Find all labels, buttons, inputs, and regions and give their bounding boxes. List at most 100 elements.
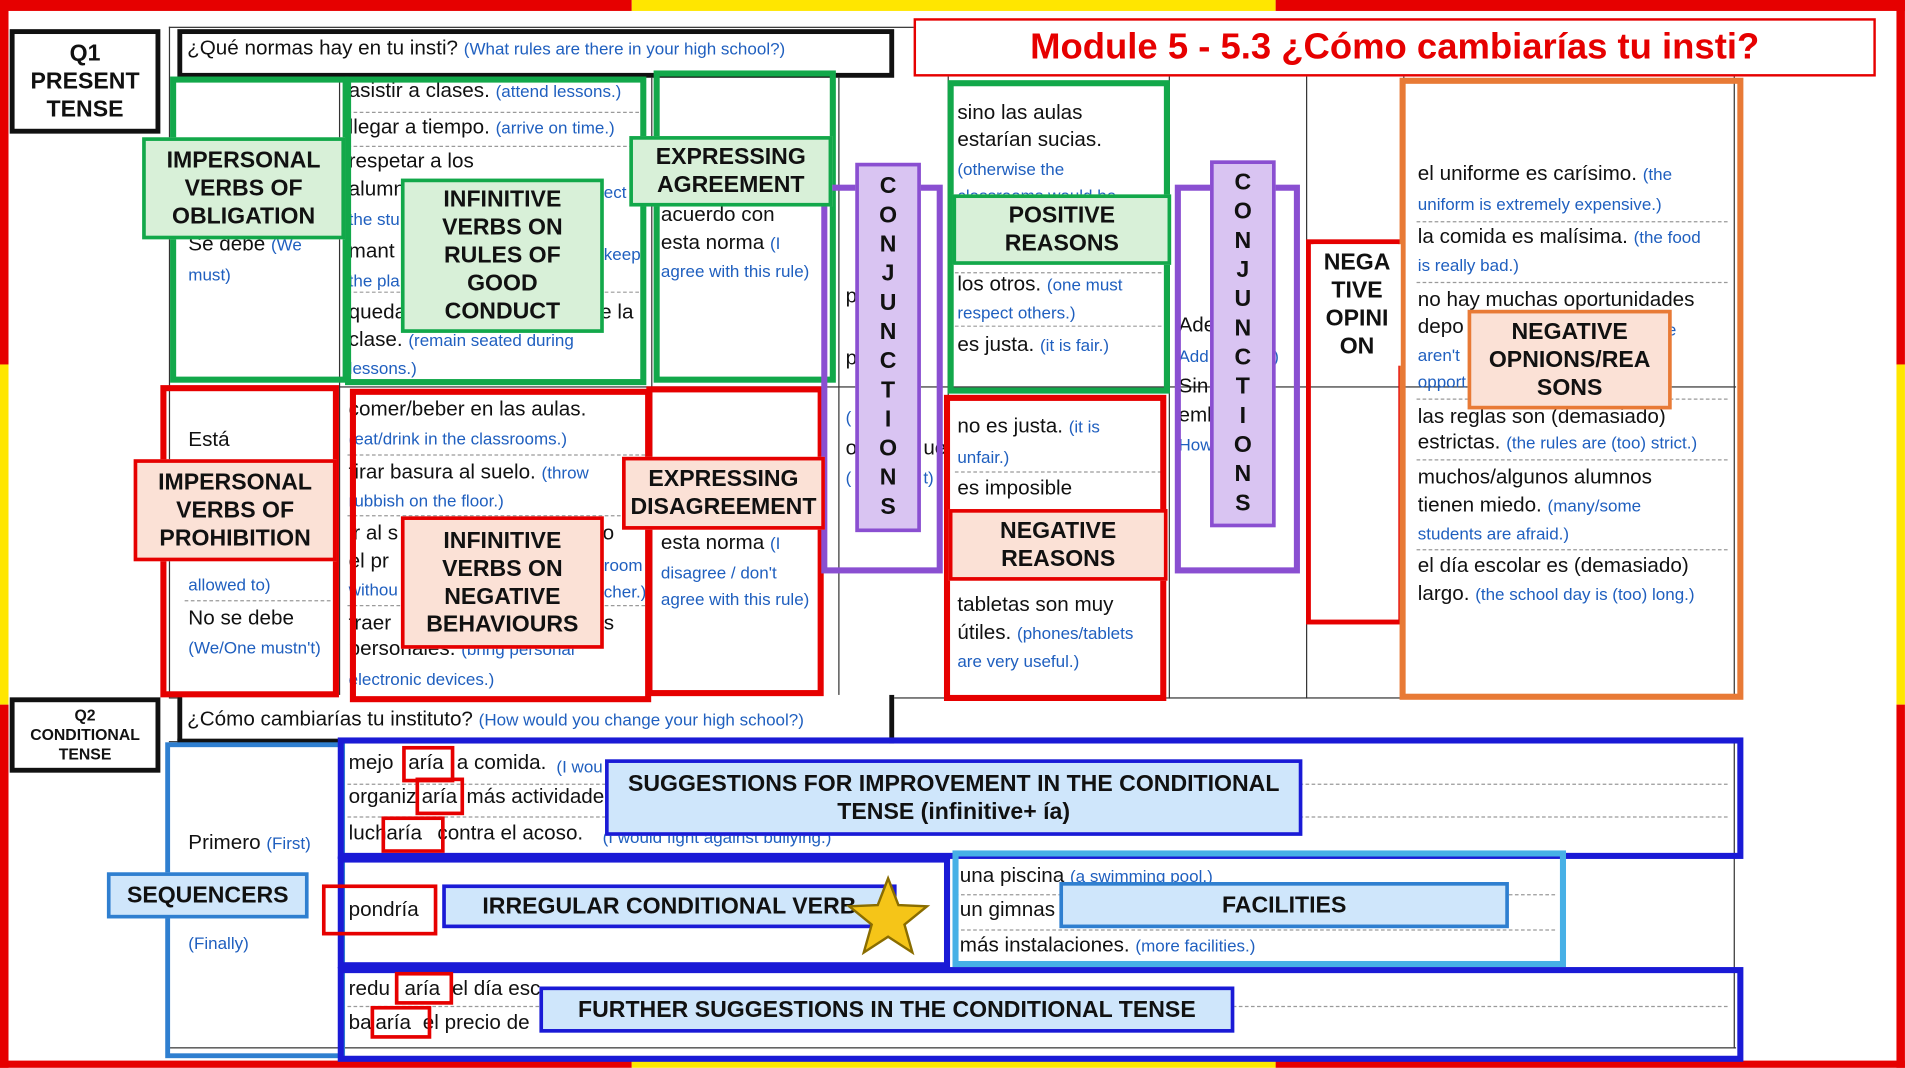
col4-t: t) [923,467,934,488]
largo-text: largo. (the school day is (too) long.) [1417,581,1695,606]
border-top-red [0,0,632,11]
el-pr-text: el pr [348,549,389,573]
organiz-text: organiz [348,784,417,808]
agreement-frame [653,70,836,383]
comida-text: la comida es malísima. (the food [1417,224,1701,248]
q1-question-box [177,29,895,78]
reglas-text: las reglas son (demasiado) [1417,404,1666,428]
el-precio-text: el precio de [422,1010,530,1034]
mas-actividades-text: más actividade [466,784,605,808]
comer-en: (eat/drink in the classrooms.) [348,428,568,449]
queda-text: queda [348,300,407,324]
uniforme-text: el uniforme es carísimo. (the [1417,161,1673,185]
title-box: Module 5 - 5.3 ¿Cómo cambiarías tu insti… [913,18,1876,77]
negative-opinions-frame [1399,77,1744,700]
cher-text: cher.) [603,581,647,602]
label-expressing-agreement: EXPRESSING AGREEMENT [629,136,833,207]
col4-p1: p [845,284,858,308]
sino-text: sino las aulas [957,100,1083,124]
label-sequencers: SEQUENCERS [106,872,309,919]
border-right-yellow [1896,364,1905,705]
border-left-red [0,0,9,365]
border-bottom-yellow [631,1060,1276,1068]
no-hay-text: no hay muchas oportunidades [1417,287,1695,312]
los-otros-text: los otros. (one must [957,272,1123,296]
label-suggestions: SUGGESTIONS FOR IMPROVEMENT IN THE CONDI… [605,759,1303,836]
asistir-text: asistir a clases. (attend lessons.) [348,78,622,103]
border-left-red-bottom [0,704,9,1068]
acuerdo-text: acuerdo con [660,202,775,226]
los-otros-en: respect others.) [957,302,1076,322]
wou-text: (I wou [556,756,603,777]
label-negative-reasons: NEGATIVE REASONS [948,509,1168,581]
o-fragment: o [602,521,615,545]
tienen-en: students are afraid.) [1417,523,1570,544]
disagree-en2: agree with this rule) [660,589,810,609]
electronic-text: electronic devices.) [348,669,495,689]
no-se-debe-en: (We/One mustn't) [188,637,321,658]
depo-text: depo [1417,314,1464,338]
q1-label: Q1 PRESENT TENSE [9,29,161,134]
star-icon [845,875,931,956]
col6-add: Add [1178,346,1209,366]
lessons-text: lessons.) [348,358,417,378]
agree-en: agree with this rule) [660,261,810,281]
finally-text: (Finally) [188,933,249,953]
luch-text: luch [348,821,387,845]
q2-question: ¿Cómo cambiarías tu instituto? (How woul… [187,707,804,731]
muchos-text: muchos/algunos alumnos [1417,465,1652,489]
aria-highlight-4 [394,971,454,1005]
irregular-frame [337,856,951,969]
opport-text: opport [1417,371,1467,392]
col6-ade: Ade [1178,313,1216,337]
redu-text: redu [348,976,391,1000]
comida-en: is really bad.) [1417,255,1519,275]
contra-text: contra el acoso. [437,821,584,845]
label-irregular: IRREGULAR CONDITIONAL VERB [442,884,897,929]
utiles-text: útiles. (phones/tablets [957,620,1134,644]
q2-label: Q2 CONDITIONAL TENSE [9,697,161,773]
further-suggestions-frame [337,967,1744,1062]
tabletas-text: tabletas son muy [957,592,1114,616]
arent-text: aren't [1417,345,1460,365]
la-comida-text: a comida. [456,750,547,774]
keep-text: keep [603,244,641,264]
aria-ending-3: aría [386,821,422,845]
the-pla-text: the pla [348,270,400,291]
border-top-red-right [1275,0,1905,11]
aria-ending-1: aría [408,750,444,774]
label-impersonal-obligation: IMPERSONAL VERBS OF OBLIGATION [142,137,346,240]
esta-norma-text: esta norma (I [660,230,781,254]
sucias-text: estarían sucias. [957,127,1102,151]
col4-p2: p [845,346,858,370]
col4-paren: ( [845,467,852,488]
aria-ending-2: aría [421,784,458,808]
comer-text: comer/beber en las aulas. [348,397,587,421]
tirar-en: rubbish on the floor.) [348,490,504,511]
good-conduct-frame [345,76,647,386]
otherwise-text: (otherwise the [957,159,1065,179]
label-facilities: FACILITIES [1059,882,1509,929]
no-se-debe-text: No se debe [188,606,294,630]
ir-al-text: ir al s [348,521,399,545]
no-es-justa-en: unfair.) [957,447,1010,467]
label-further-suggestions: FURTHER SUGGESTIONS IN THE CONDITIONAL T… [539,986,1235,1033]
room-text: room [603,555,643,575]
no-es-justa-text: no es justa. (it is [957,414,1100,438]
mant-text: mant [348,239,395,263]
llegar-text: llegar a tiempo. (arrive on time.) [348,115,615,139]
esta-text: Está [188,427,230,451]
border-right-red-bottom [1896,704,1905,1068]
col4-p3: ( [845,406,852,427]
label-positive-reasons: POSITIVE REASONS [952,194,1172,265]
col6-sin: Sin [1178,374,1209,398]
disagree-en1: disagree / don't [660,562,777,582]
label-infinitive-rules: INFINITIVE VERBS ON RULES OF GOOD CONDUC… [400,178,604,333]
ect-text: ect [603,182,627,202]
col6-how: How [1178,434,1213,455]
mas-instalaciones-text: más instalaciones. (more facilities.) [959,933,1256,957]
dia-text: el día escolar es (demasiado) [1417,553,1689,578]
label-infinitive-negative: INFINITIVE VERBS ON NEGATIVE BEHAVIOURS [400,516,604,649]
s-fragment: s [603,611,615,635]
